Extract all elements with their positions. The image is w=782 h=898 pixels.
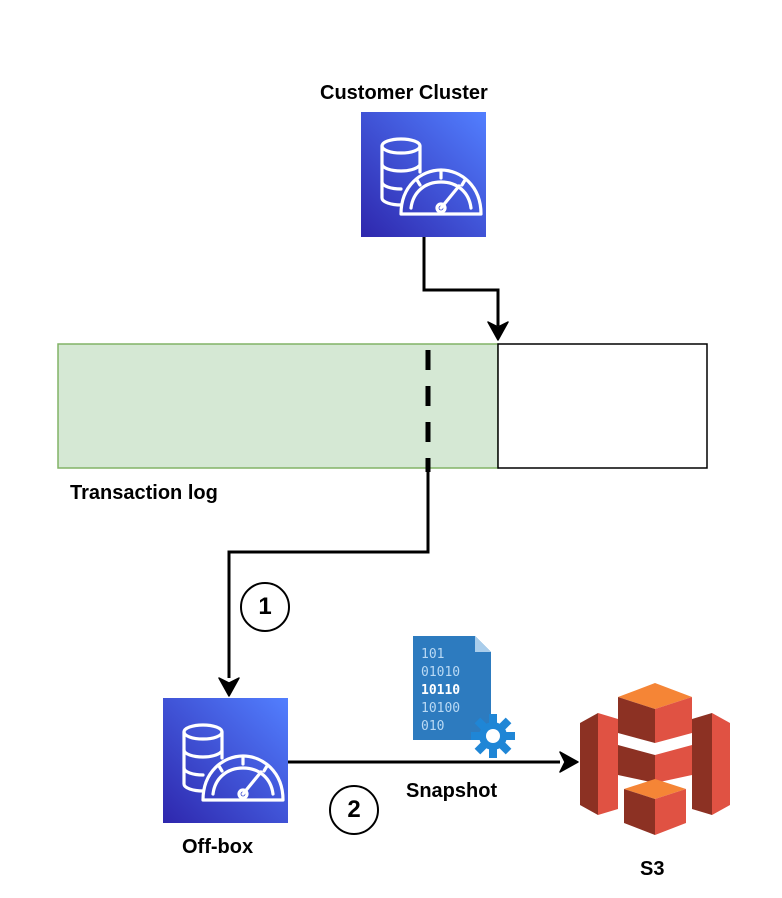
off-box-label: Off-box xyxy=(182,836,254,858)
connector-cluster-to-log xyxy=(422,237,500,326)
gear-icon xyxy=(471,714,515,758)
binary-row-4: 10100 xyxy=(421,701,460,716)
off-box-database-icon xyxy=(163,698,288,823)
arrowhead-cluster-to-log xyxy=(487,321,509,341)
customer-cluster-label: Customer Cluster xyxy=(320,82,488,104)
transaction-log-empty-segment xyxy=(497,343,708,469)
customer-cluster-icon xyxy=(361,112,486,237)
binary-row-1: 101 xyxy=(421,647,444,662)
s3-label: S3 xyxy=(640,858,665,880)
binary-row-5: 010 xyxy=(421,719,444,734)
step-2-badge: 2 xyxy=(329,785,379,835)
binary-row-3: 10110 xyxy=(421,683,460,698)
arrowhead-log-to-offbox xyxy=(218,677,240,697)
arrowhead-offbox-to-s3 xyxy=(559,751,579,773)
s3-bucket-icon xyxy=(580,683,730,835)
transaction-log-label: Transaction log xyxy=(70,482,218,504)
binary-row-2: 01010 xyxy=(421,665,460,680)
snapshot-label: Snapshot xyxy=(406,780,498,802)
step-1-badge: 1 xyxy=(240,582,290,632)
binary-file-gear-icon: 101 01010 10110 10100 010 xyxy=(413,636,515,758)
transaction-log-filled-segment xyxy=(57,343,499,469)
connector-log-to-offbox xyxy=(227,472,430,678)
